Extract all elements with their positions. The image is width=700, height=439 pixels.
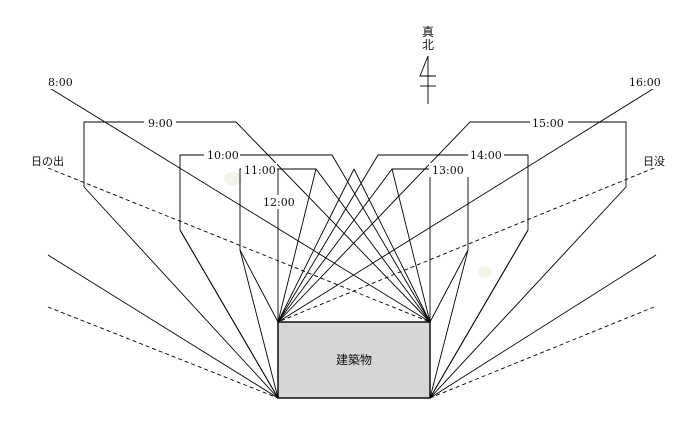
sunrise-line-top	[47, 167, 431, 323]
label-9: 9:00	[148, 117, 173, 130]
sunrise-sunset-lines	[47, 167, 655, 399]
inner-line	[179, 229, 279, 399]
line-8-bottom	[47, 254, 279, 399]
line-16-top	[277, 86, 657, 323]
label-sunset: 日没	[643, 155, 665, 168]
bracket-14-right	[277, 154, 529, 323]
inner-line	[239, 249, 279, 399]
label-14: 14:00	[470, 149, 502, 162]
north-indicator: 真 北	[419, 25, 436, 104]
inner-line	[277, 168, 355, 323]
label-16: 16:00	[629, 76, 661, 89]
line-16-bottom	[429, 254, 657, 399]
label-13: 13:00	[432, 164, 464, 177]
building-rect	[277, 321, 431, 399]
label-11: 11:00	[244, 164, 276, 177]
label-12: 12:00	[263, 196, 295, 209]
label-15: 15:00	[532, 117, 564, 130]
north-arrow-icon	[419, 55, 436, 104]
inner-converging-lines	[179, 168, 529, 399]
bracket-9-left-lower	[83, 186, 279, 399]
inner-line	[277, 168, 317, 323]
bracket-11-left-lower	[239, 249, 279, 323]
inner-line	[353, 168, 431, 323]
bracket-10-left	[179, 154, 431, 323]
bracket-9-left	[83, 121, 431, 323]
smudge-mark	[224, 172, 242, 186]
sunset-line-top	[277, 167, 655, 323]
sunrise-line-bottom	[47, 306, 279, 399]
label-sunrise: 日の出	[31, 154, 64, 168]
bracket-13-right-lower	[429, 249, 469, 323]
inner-line	[429, 249, 469, 399]
line-8-top	[47, 86, 431, 323]
bracket-15-right-lower	[429, 186, 627, 399]
label-8: 8:00	[48, 76, 73, 89]
smudge-mark	[478, 266, 492, 278]
building: 建築物	[277, 321, 431, 399]
inner-line	[429, 229, 529, 399]
building-label: 建築物	[336, 352, 372, 367]
inner-line	[391, 168, 431, 323]
solar-direction-lines	[47, 86, 657, 399]
north-label-1: 真	[422, 25, 434, 39]
time-labels: 8:00 9:00 10:00 11:00 12:00 13:00 14:00 …	[28, 75, 674, 209]
sunset-line-bottom	[429, 306, 655, 399]
bracket-15-right	[277, 121, 627, 323]
north-label-2: 北	[422, 38, 434, 52]
label-10: 10:00	[207, 149, 239, 162]
